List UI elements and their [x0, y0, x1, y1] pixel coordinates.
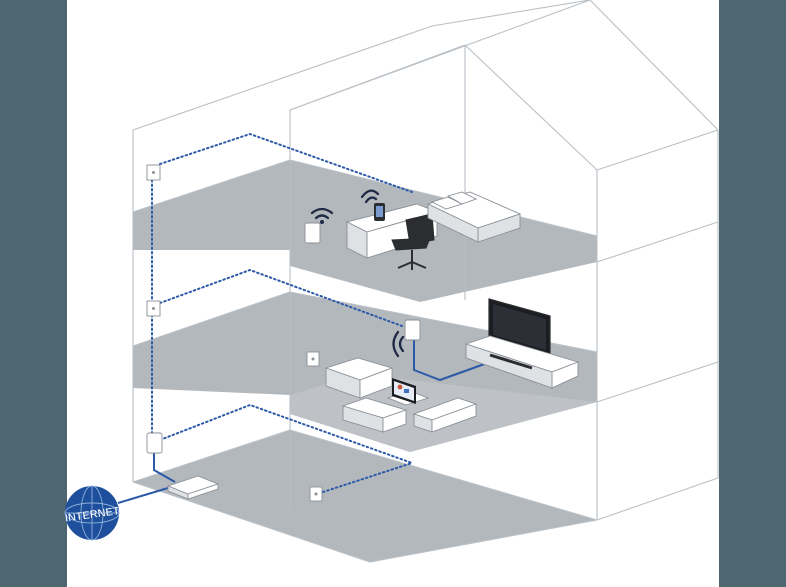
powerline-adapter-icon: [304, 222, 321, 244]
wiring-ground-outlet: [322, 462, 413, 493]
right-wall-floor-1: [596, 221, 719, 263]
gable-left: [289, 44, 598, 171]
house-walls: [132, 0, 719, 563]
first-floor-edge: [132, 291, 291, 347]
router: [166, 475, 220, 500]
ground-back-edge: [289, 429, 598, 521]
bottom-front-edge: [132, 481, 598, 563]
outlets: [146, 164, 323, 502]
right-roof-top: [589, 0, 719, 131]
tv-stand: [464, 335, 580, 389]
bed: [426, 191, 522, 243]
left-roof-edge: [132, 0, 591, 131]
network-cables: [117, 338, 491, 504]
right-wall: [596, 130, 719, 521]
wiring-mid-floor: [159, 268, 403, 327]
armchair: [412, 397, 478, 433]
top-floor-edge: [132, 159, 291, 213]
wiring-top-floor: [159, 132, 413, 193]
armchair: [341, 397, 408, 433]
adapters: [146, 222, 421, 454]
wifi-icon: [392, 330, 405, 358]
wiring-ground-floor: [159, 403, 413, 464]
powerline-adapter-icon: [146, 432, 163, 454]
wifi-icon: [310, 207, 334, 224]
tv-cable: [413, 338, 491, 382]
office-chair: [391, 213, 435, 270]
internet-cable: [117, 487, 169, 504]
wifi-icon: [360, 189, 380, 204]
globe-icon: [64, 485, 120, 541]
right-roof: [596, 129, 719, 171]
tablet-icon: [392, 378, 416, 404]
right-wall-floor-2: [596, 361, 719, 403]
phone-icon: [374, 203, 385, 221]
router-cable: [153, 452, 176, 483]
powerline-adapter-icon: [404, 319, 421, 341]
ground-floor-slab: [133, 430, 597, 562]
sofa: [324, 357, 394, 399]
